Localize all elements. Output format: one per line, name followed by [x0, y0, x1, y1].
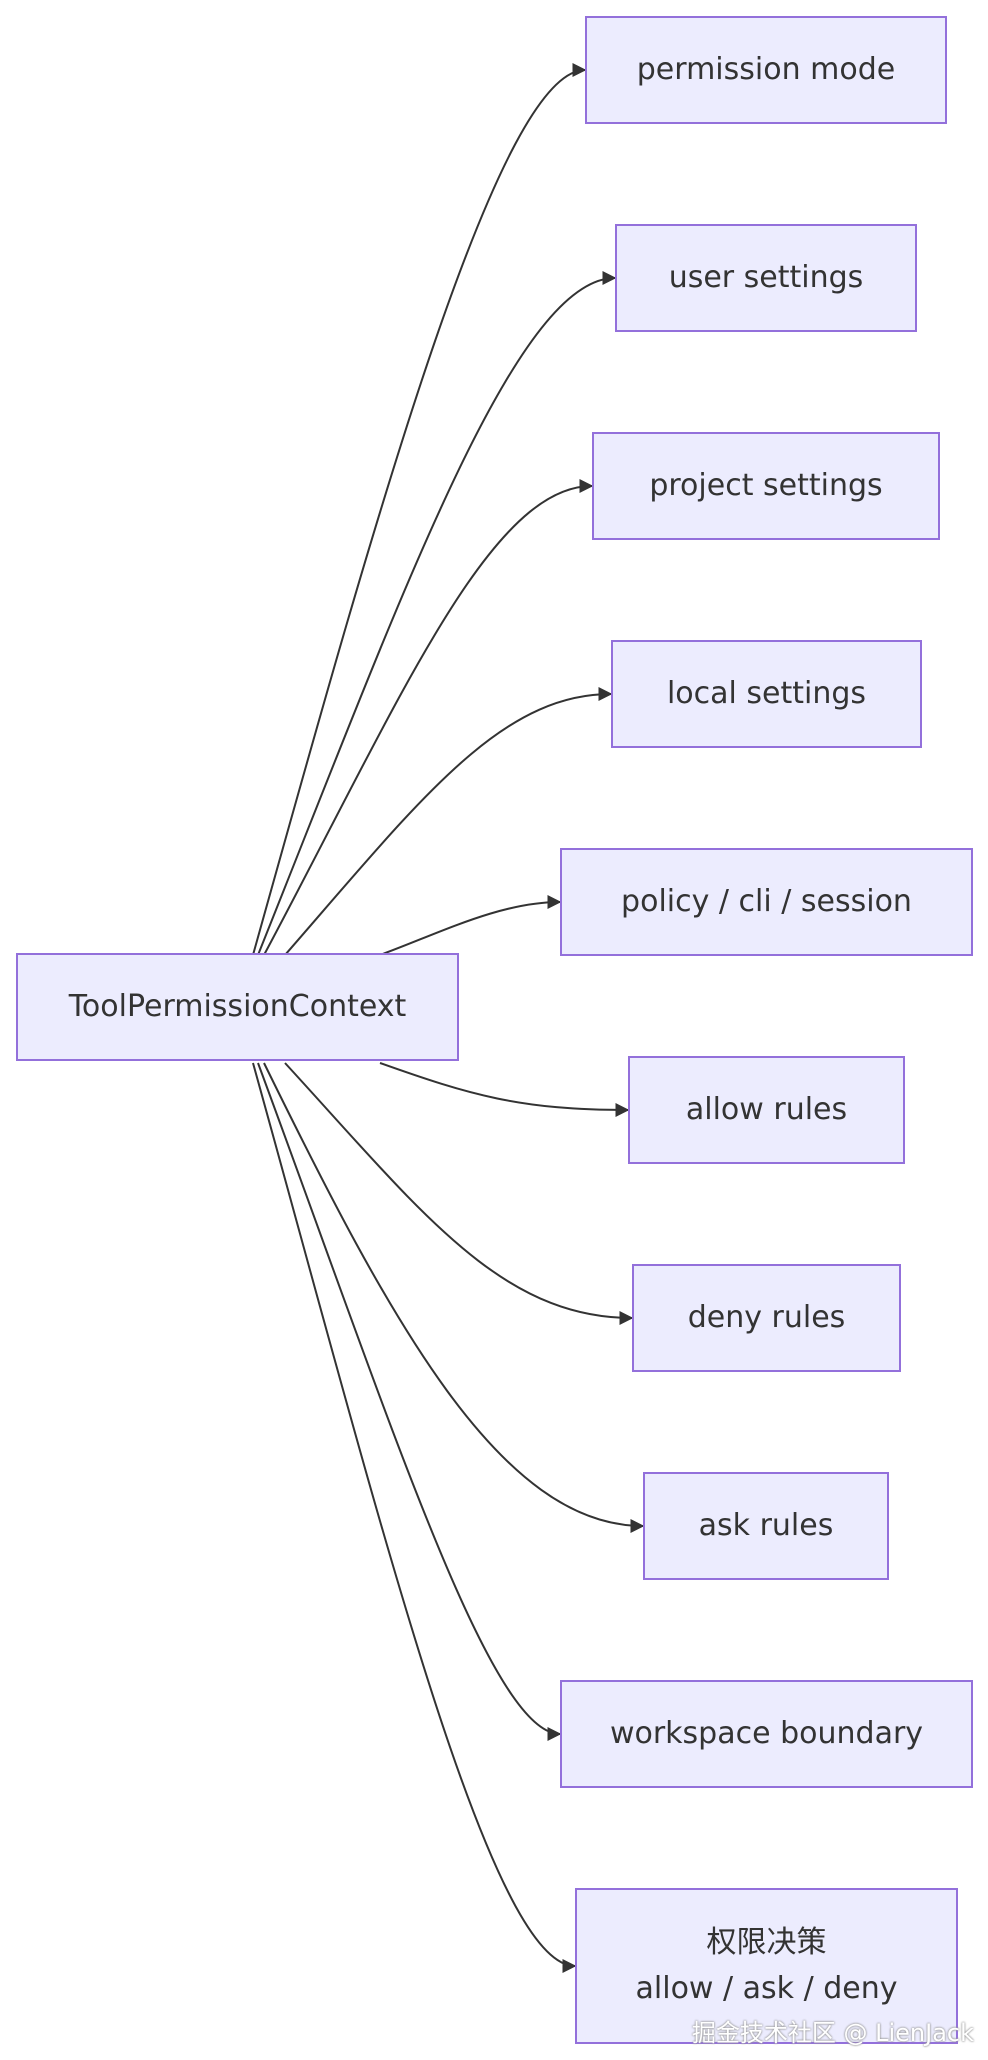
watermark: 掘金技术社区 @ LienJack	[691, 2019, 974, 2047]
node-label: 权限决策	[706, 1924, 827, 1960]
node-label: ask rules	[698, 1507, 834, 1543]
node-sublabel: allow / ask / deny	[635, 1971, 898, 2006]
node-label: ToolPermissionContext	[68, 988, 407, 1024]
node-project-settings: project settings	[592, 432, 940, 540]
edge-policy-cli-session	[379, 895, 562, 956]
edge-deny-rules	[284, 1062, 634, 1325]
edge-workspace-boundary	[257, 1062, 562, 1741]
node-local-settings: local settings	[611, 640, 922, 748]
node-ask-rules: ask rules	[643, 1472, 889, 1580]
edge-decision	[252, 1062, 577, 1973]
edge-project-settings	[263, 479, 594, 956]
edge-ask-rules	[263, 1062, 645, 1533]
node-label: workspace boundary	[609, 1715, 924, 1751]
node-user-settings: user settings	[615, 224, 917, 332]
node-label: user settings	[668, 259, 864, 295]
node-label: deny rules	[687, 1299, 846, 1335]
node-label: permission mode	[636, 51, 896, 87]
node-label: allow rules	[685, 1091, 848, 1127]
edge-user-settings	[257, 271, 617, 956]
node-allow-rules: allow rules	[628, 1056, 905, 1164]
node-label: local settings	[666, 675, 867, 711]
edge-permission-mode	[252, 63, 587, 956]
edge-local-settings	[284, 687, 613, 956]
node-label: policy / cli / session	[621, 883, 912, 919]
node-policy-cli-session: policy / cli / session	[560, 848, 973, 956]
node-deny-rules: deny rules	[632, 1264, 901, 1372]
edge-allow-rules	[379, 1062, 630, 1117]
node-permission-mode: permission mode	[585, 16, 947, 124]
node-permission-decision: 权限决策 allow / ask / deny	[575, 1888, 958, 2044]
node-tool-permission-context: ToolPermissionContext	[16, 953, 459, 1061]
node-workspace-boundary: workspace boundary	[560, 1680, 973, 1788]
node-label: project settings	[649, 467, 883, 503]
